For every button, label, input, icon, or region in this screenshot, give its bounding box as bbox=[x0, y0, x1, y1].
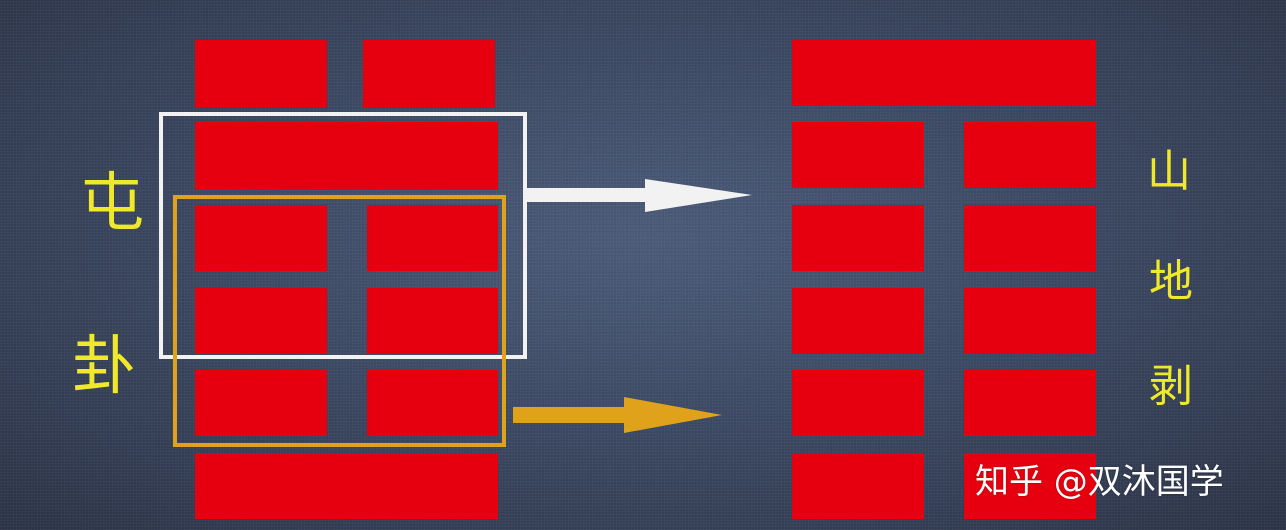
right-line-2-yin-left bbox=[792, 122, 924, 188]
right-line-4-yin-left bbox=[792, 288, 924, 354]
right-line-2-yin-right bbox=[964, 122, 1096, 188]
left-line-4-yin-right bbox=[367, 288, 498, 354]
left-line-4-yin-left bbox=[195, 288, 327, 354]
left-line-5-yin-left bbox=[195, 370, 327, 436]
lower-trigram-frame bbox=[173, 195, 506, 447]
white-arrow-icon bbox=[527, 179, 752, 212]
right-label-char-1: 山 bbox=[1147, 146, 1191, 197]
right-label-char-3: 剥 bbox=[1149, 361, 1193, 412]
right-line-5-yin-right bbox=[964, 370, 1096, 436]
left-line-2-yang bbox=[195, 122, 498, 190]
right-line-6-yin-right bbox=[964, 453, 1096, 519]
right-line-1-yang bbox=[792, 40, 1096, 106]
left-label-char-1: 屯 bbox=[80, 167, 144, 241]
left-line-3-yin-left bbox=[195, 205, 327, 271]
right-line-3-yin-right bbox=[964, 205, 1096, 271]
watermark: 知乎 @双沐国学 bbox=[975, 462, 1224, 502]
left-line-1-yin-left bbox=[195, 40, 327, 108]
left-label-char-2: 卦 bbox=[72, 330, 136, 404]
left-line-5-yin-right bbox=[367, 370, 498, 436]
right-label-char-2: 地 bbox=[1149, 256, 1193, 307]
right-line-4-yin-right bbox=[964, 288, 1096, 354]
right-line-6-yin-left bbox=[792, 453, 924, 519]
left-line-1-yin-right bbox=[363, 40, 495, 108]
right-line-5-yin-left bbox=[792, 370, 924, 436]
left-line-3-yin-right bbox=[367, 205, 498, 271]
gold-arrow-icon bbox=[513, 397, 722, 433]
upper-trigram-frame bbox=[159, 112, 527, 359]
right-line-3-yin-left bbox=[792, 205, 924, 271]
left-line-6-yang bbox=[195, 453, 498, 519]
